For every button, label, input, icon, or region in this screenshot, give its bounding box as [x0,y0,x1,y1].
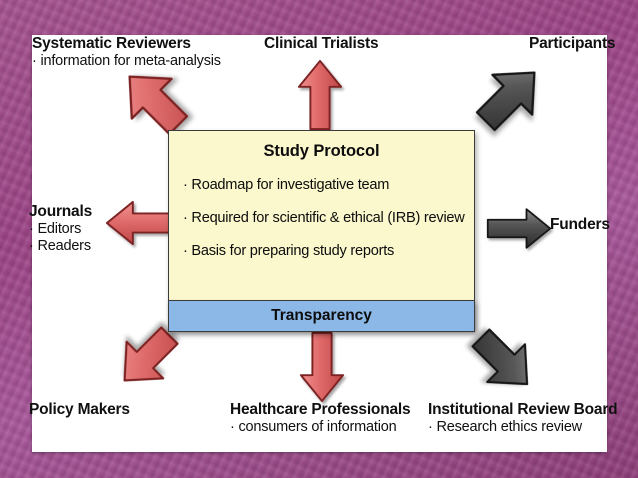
transparency-label: Transparency [271,307,372,324]
arrow-right-icon [486,205,552,252]
irb-heading: Institutional Review Board [428,401,618,418]
healthcare-professionals-sub: · consumers of information [230,419,397,436]
systematic-reviewers-heading: Systematic Reviewers [32,35,191,52]
label-journals: Journals · Editors · Readers [29,203,92,256]
protocol-bullet-2: · Required for scientific & ethical (IRB… [183,210,465,226]
funders-heading: Funders [550,216,610,233]
label-clinical-trialists: Clinical Trialists [264,35,379,53]
label-systematic-reviewers: Systematic Reviewers · information for m… [32,35,221,70]
protocol-bullet-1: · Roadmap for investigative team [183,177,390,193]
arrow-left-icon [105,198,177,248]
arrow-up-icon [296,58,344,132]
arrow-down-icon [298,330,346,404]
study-protocol-box: Study Protocol · Roadmap for investigati… [168,130,475,330]
label-participants: Participants [529,35,616,53]
journals-sub-editors: · Editors [29,221,82,238]
arrow-down-left-icon [112,321,184,393]
study-protocol-title: Study Protocol [263,142,380,160]
participants-heading: Participants [529,35,616,52]
protocol-bullet-3: · Basis for preparing study reports [183,243,395,259]
transparency-bar: Transparency [168,300,475,332]
clinical-trialists-heading: Clinical Trialists [264,35,379,52]
diagram-canvas: Study Protocol · Roadmap for investigati… [29,35,618,452]
study-protocol-bullets: · Roadmap for investigative team · Requi… [183,177,474,259]
journals-sub-readers: · Readers [29,238,91,255]
systematic-reviewers-sub: · information for meta-analysis [32,53,221,70]
label-policy-makers: Policy Makers [29,401,130,419]
label-institutional-review-board: Institutional Review Board · Research et… [428,401,618,436]
healthcare-professionals-heading: Healthcare Professionals [230,401,411,418]
arrow-up-right-icon [470,59,548,137]
arrow-down-right-icon [466,323,540,397]
irb-sub: · Research ethics review [428,419,582,436]
policy-makers-heading: Policy Makers [29,401,130,418]
label-healthcare-professionals: Healthcare Professionals · consumers of … [230,401,411,436]
arrow-up-left-icon [116,63,194,141]
label-funders: Funders [550,216,610,234]
journals-heading: Journals [29,203,93,220]
